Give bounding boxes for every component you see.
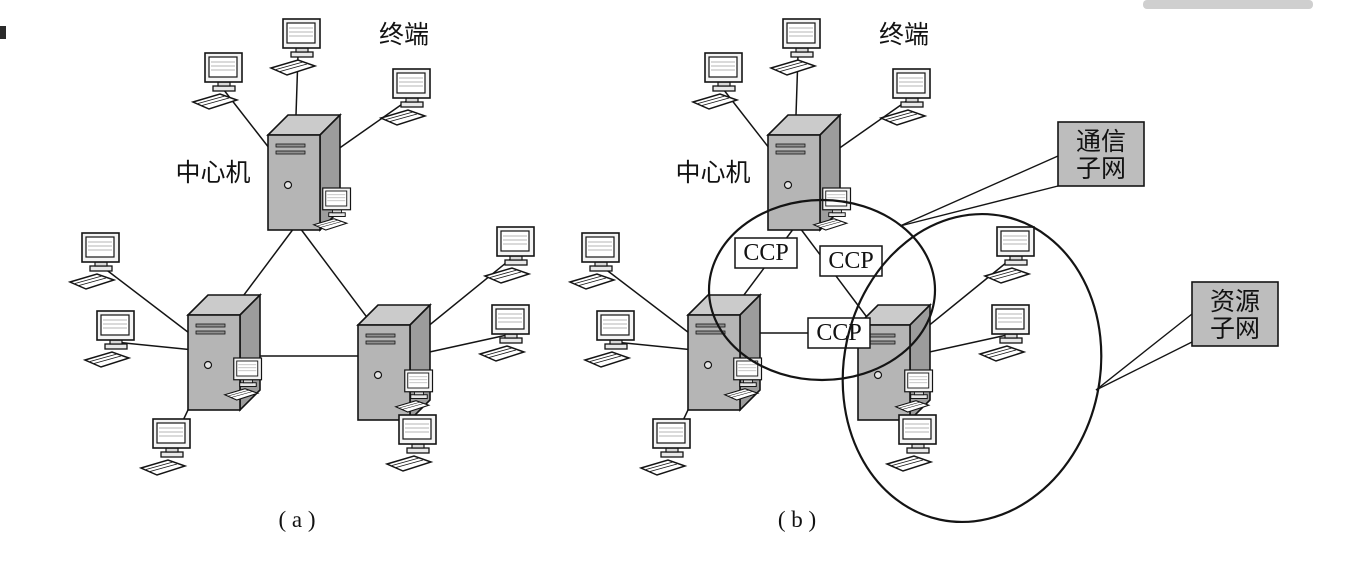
- callout-communication-line2: 子网: [1076, 155, 1126, 183]
- ccp-box-rect: [819, 245, 883, 277]
- callout-box: [1191, 281, 1279, 347]
- callout-resource-line2: 子网: [1210, 315, 1260, 343]
- left-edge-artifact: [0, 26, 6, 39]
- label-central-machine-b: 中心机: [675, 159, 750, 187]
- callout-pointer-line: [1095, 313, 1193, 391]
- label-terminal-b: 终端: [879, 21, 929, 49]
- ccp-box-1: CCP: [734, 237, 798, 269]
- caption-a: ( a ): [278, 507, 315, 532]
- ccp-label: CCP: [816, 320, 861, 346]
- top-right-artifact: [1143, 0, 1313, 9]
- label-terminal-a: 终端: [379, 21, 429, 49]
- ccp-box-2: CCP: [819, 245, 883, 277]
- callout-communication-subnet: 通信 子网: [899, 121, 1145, 227]
- ccp-box-rect: [734, 237, 798, 269]
- communication-subnet-outline: [707, 198, 937, 382]
- callout-communication-line1: 通信: [1076, 128, 1126, 156]
- callout-pointer-line: [899, 155, 1059, 227]
- label-central-machine-a: 中心机: [175, 159, 250, 187]
- callout-pointer-line: [1095, 341, 1193, 391]
- callout-resource-line1: 资源: [1210, 288, 1260, 316]
- ccp-box-3: CCP: [807, 317, 871, 349]
- ccp-box-rect: [807, 317, 871, 349]
- callout-pointer-line: [899, 185, 1059, 227]
- figure-a: 中心机 终端 ( a ): [69, 18, 535, 532]
- resource-subnet-outline: [841, 212, 1103, 524]
- callout-box: [1057, 121, 1145, 187]
- callout-resource-subnet: 资源 子网: [1095, 281, 1279, 391]
- ccp-label: CCP: [828, 248, 873, 274]
- ccp-label: CCP: [743, 240, 788, 266]
- figure-b: CCP CCP CCP 通信 子网 资源 子网 中心机: [569, 18, 1279, 532]
- caption-b: ( b ): [778, 507, 816, 532]
